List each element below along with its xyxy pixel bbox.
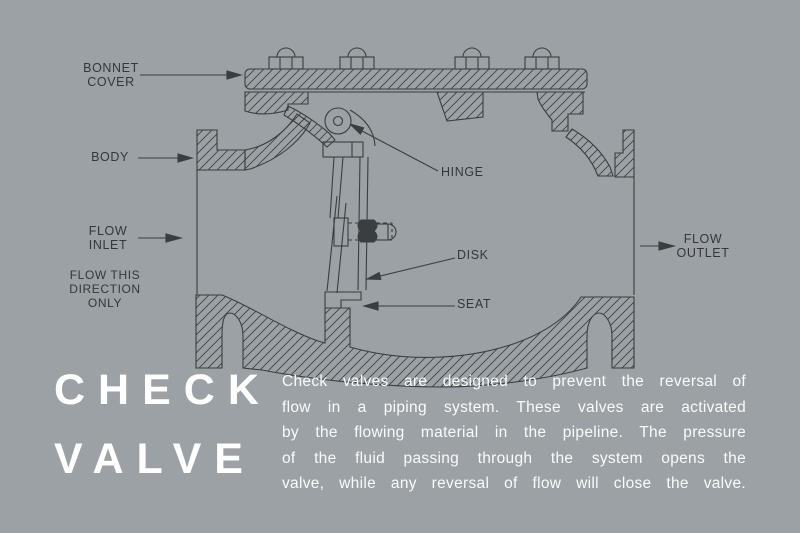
label-flow-inlet-line2: INLET <box>88 237 128 252</box>
body-left-arch-shape <box>244 113 311 171</box>
description-line: valve, while any reversal of flow will c… <box>282 475 746 492</box>
label-flow-outlet-line1: FLOW <box>683 232 723 246</box>
flow-outlet-arrow <box>658 241 677 251</box>
body-arrow <box>177 153 195 163</box>
hinge-arrow <box>349 123 365 136</box>
title-line2: VALVE <box>54 435 256 483</box>
seat-shape <box>324 291 362 309</box>
label-flow-note: FLOW THIS DIRECTION ONLY <box>64 268 146 310</box>
seat-arrow <box>361 301 379 311</box>
disk-arrow <box>364 271 382 280</box>
description-line: flow in a piping system. These valves ar… <box>282 398 746 416</box>
leader-arrows <box>138 70 677 311</box>
title-line1: CHECK <box>54 366 272 414</box>
disk-nut-shape <box>357 219 378 243</box>
label-hinge: HINGE <box>441 165 484 179</box>
label-disk: DISK <box>457 248 489 262</box>
label-flow-note-line1: FLOW THIS <box>69 268 141 282</box>
label-body: BODY <box>91 150 129 164</box>
description-line: Check valves are designed to prevent the… <box>282 373 746 390</box>
bonnet-bolts <box>268 47 560 70</box>
body-right-flange-shape <box>614 129 635 178</box>
description-paragraph: Check valves are designed to prevent the… <box>282 369 746 497</box>
flow-inlet-arrow <box>165 233 184 243</box>
description-line: of the fluid passing through the system … <box>282 449 746 467</box>
label-flow-inlet: FLOW INLET <box>80 224 136 252</box>
page-title: CHECK VALVE <box>54 369 272 481</box>
body-bottom-shape <box>195 294 635 388</box>
hinge-shape <box>324 107 352 135</box>
label-bonnet-cover-line2: COVER <box>87 74 135 89</box>
label-flow-note-line2: DIRECTION <box>69 282 141 296</box>
label-flow-note-line3: ONLY <box>87 296 123 310</box>
label-flow-inlet-line1: FLOW <box>88 224 128 238</box>
label-flow-outlet: FLOW OUTLET <box>676 232 730 260</box>
body-right-arch-shape <box>565 128 614 177</box>
disk-shape <box>322 141 397 294</box>
body-left-flange-shape <box>196 129 246 171</box>
valve-body-group <box>195 47 635 388</box>
bonnet-cover-arrow <box>226 70 244 80</box>
label-bonnet-cover-line1: BONNET <box>83 61 139 75</box>
label-flow-outlet-line2: OUTLET <box>676 245 730 260</box>
description-line: by the flowing material in the pipeline.… <box>282 424 746 441</box>
label-seat: SEAT <box>457 297 492 311</box>
bonnet-cover-shape <box>244 68 588 90</box>
label-bonnet-cover: BONNET COVER <box>76 61 146 89</box>
